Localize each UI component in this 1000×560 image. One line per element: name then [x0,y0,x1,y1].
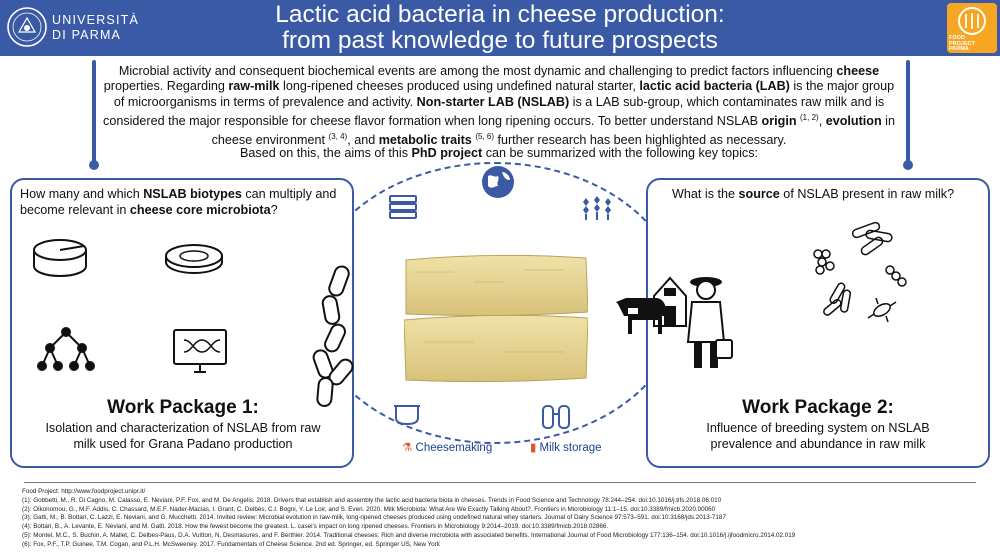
poster-title: Lactic acid bacteria in cheese productio… [160,2,840,54]
milk-tanks-icon [542,405,570,429]
wp2-title: Work Package 2: [742,397,894,418]
lactobacillus-chain-icon [312,265,354,407]
silos-icon: ▮ [530,442,537,454]
university-name-line2: DI PARMA [52,28,122,42]
reference-line: (5): Montel, M.C., S. Buchin, A. Mallet,… [22,531,796,539]
wp1-desc-line2: milk used for Grana Padano production [73,437,293,451]
cheese-vat-icon [394,405,420,426]
farmer-icon [686,277,733,368]
lab-flask-icon: ⚗ [402,442,413,454]
intro-left-dot [89,160,99,170]
reference-line: (2): Oikonomou, G., M.F. Addis, C. Chass… [22,505,716,513]
intro-right-rule [906,60,910,164]
wp2-desc-line1: Influence of breeding system on NSLAB [706,421,930,435]
wp1-question: How many and which NSLAB biotypes can mu… [20,187,337,217]
petri-dish-icon [165,244,223,275]
wp2-description: Influence of breeding system on NSLAB pr… [654,420,982,452]
farm-barn-icon [653,276,687,327]
bacteria-icon [813,221,907,323]
footer-divider [24,482,976,483]
reference-line: (6): Fox, P.F., T.P. Guinee, T.M. Cogan,… [22,540,440,548]
logo-text-line2: PROJECT [949,40,975,47]
reference-line: (1): Gobbetti, M., R. Di Cagno, M. Calas… [22,496,722,504]
aims-sentence: Based on this, the aims of this PhD proj… [240,146,758,160]
crops-icon [583,196,611,220]
intro-right-dot [903,160,913,170]
wp2-desc-line2: prevalence and abundance in raw milk [710,437,926,451]
reference-line: (4): Bottari, B., A. Levante, E. Neviani… [22,523,609,531]
intro-left-rule [92,60,96,164]
milk-storage-label: ▮ Milk storage [530,442,602,454]
logo-text-line3: PARMA [949,46,969,53]
cheese-blocks-image [404,254,588,383]
work-package-1-panel [10,178,354,468]
title-line1: Lactic acid bacteria in cheese productio… [275,1,725,28]
dna-monitor-icon [173,329,227,373]
logo-text-line1: FOOD [949,35,965,41]
title-line2: from past knowledge to future prospects [282,27,718,54]
cow-icon [616,298,666,334]
globe-icon [482,166,514,198]
university-name-line1: UNIVERSITÀ [52,13,140,27]
hierarchy-tree-icon [37,327,95,371]
food-project-logo: FOOD PROJECT PARMA [947,3,997,53]
header-bar: UNIVERSITÀ DI PARMA Lactic acid bacteria… [0,0,1000,56]
university-name: UNIVERSITÀ DI PARMA [52,13,139,43]
references: Food Project: http://www.foodproject.uni… [22,488,982,550]
wp1-description: Isolation and characterization of NSLAB … [20,420,346,452]
cheesemaking-label: ⚗ Cheesemaking [402,442,493,454]
reference-line[interactable]: Food Project: http://www.foodproject.uni… [22,488,146,495]
intro-paragraph: Microbial activity and consequent bioche… [103,64,895,148]
shelves-icon [389,195,417,219]
cheese-wheel-icon [33,239,87,278]
food-project-emblem-icon [958,7,986,35]
wp1-desc-line1: Isolation and characterization of NSLAB … [45,421,321,435]
wp2-question: What is the source of NSLAB present in r… [672,187,955,201]
wp1-title: Work Package 1: [107,397,259,418]
university-seal-icon [7,7,47,47]
reference-line: (3): Gatti, M., B. Bottari, C. Lazzi, E.… [22,514,726,522]
